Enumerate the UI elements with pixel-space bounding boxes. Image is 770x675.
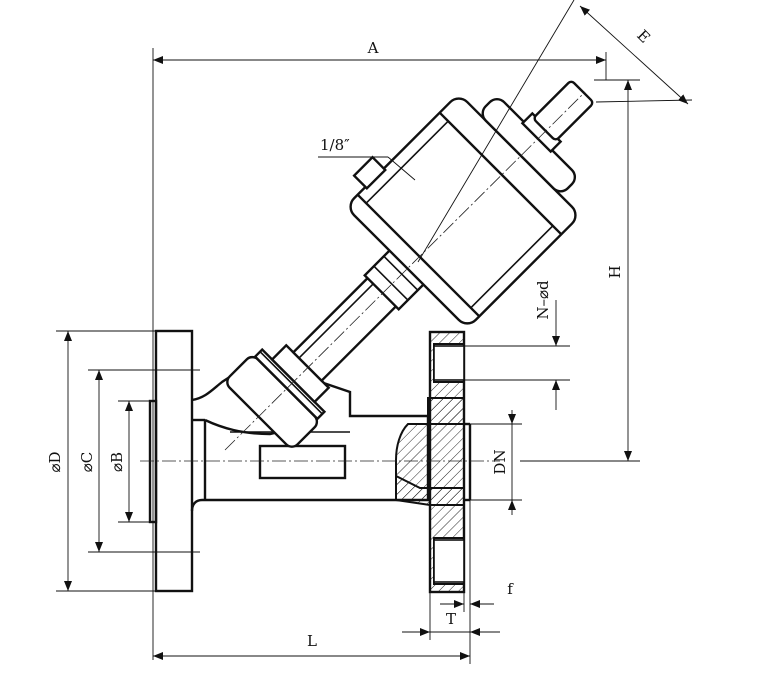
dim-f-label: f	[507, 580, 514, 598]
dimensions: A E H N–⌀d DN f T	[46, 0, 693, 664]
center-lines	[140, 91, 586, 462]
dim-DN-label: DN	[491, 449, 509, 474]
body-pipe	[190, 358, 430, 512]
dim-L-label: L	[307, 632, 317, 650]
port-size-label: 1/8″	[320, 136, 350, 154]
port-slot	[258, 444, 347, 480]
dim-Nd-label: N–⌀d	[534, 280, 552, 320]
dim-A-label: A	[367, 39, 379, 57]
dim-B-label: ⌀B	[108, 452, 126, 472]
dim-E-label: E	[633, 26, 653, 46]
dim-H-label: H	[606, 265, 624, 278]
dim-T-label: T	[446, 610, 456, 628]
actuator-assembly	[226, 80, 594, 448]
dim-D-label: ⌀D	[46, 451, 64, 472]
air-port-fitting	[352, 155, 387, 191]
dim-C-label: ⌀C	[78, 452, 96, 473]
